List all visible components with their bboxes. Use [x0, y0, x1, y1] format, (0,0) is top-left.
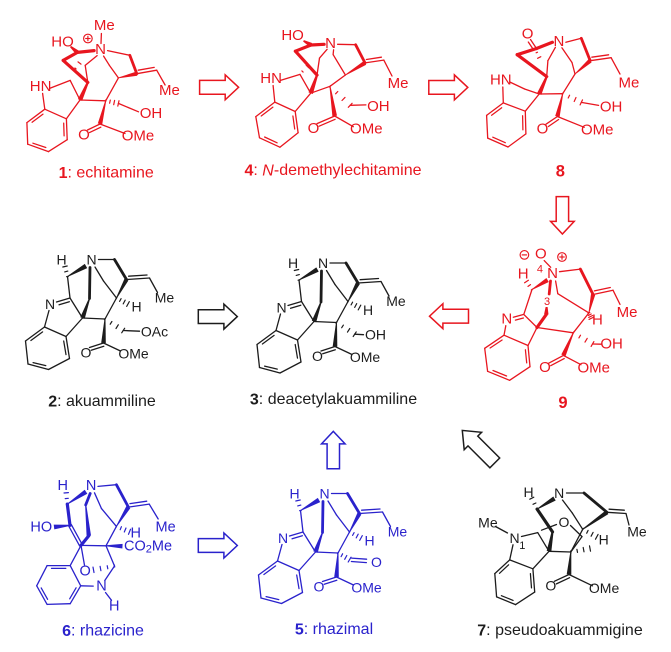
svg-text:Me: Me: [478, 514, 498, 530]
svg-text:OAc: OAc: [141, 324, 168, 340]
svg-text:N: N: [86, 252, 96, 268]
svg-text:O: O: [545, 578, 556, 594]
svg-text:OMe: OMe: [577, 360, 610, 377]
svg-text:HN: HN: [260, 70, 282, 87]
svg-text:OMe: OMe: [351, 580, 382, 596]
svg-text:8: 8: [556, 163, 565, 181]
svg-text:7: pseudoakuammigine: 7: pseudoakuammigine: [477, 622, 643, 639]
svg-text:H: H: [599, 532, 609, 548]
svg-text:H: H: [288, 255, 298, 271]
svg-text:5: rhazimal: 5: rhazimal: [295, 621, 373, 638]
svg-text:OMe: OMe: [122, 128, 155, 145]
svg-text:3: 3: [544, 296, 550, 308]
svg-text:O: O: [522, 25, 534, 42]
svg-text:HO: HO: [51, 34, 74, 51]
svg-text:H: H: [364, 533, 374, 549]
svg-text:O: O: [558, 514, 569, 530]
svg-text:2: akuammiline: 2: akuammiline: [48, 393, 156, 410]
svg-text:N: N: [96, 578, 106, 594]
svg-text:O: O: [537, 121, 549, 138]
svg-text:N: N: [95, 41, 106, 58]
svg-text:O: O: [79, 564, 90, 580]
svg-text:Me: Me: [94, 17, 115, 34]
svg-text:3: deacetylakuammiline: 3: deacetylakuammiline: [250, 391, 417, 408]
svg-text:O: O: [308, 120, 320, 137]
svg-text:N: N: [319, 486, 329, 502]
svg-text:4: 4: [537, 264, 543, 276]
svg-text:OMe: OMe: [118, 346, 149, 362]
svg-text:O: O: [81, 345, 92, 361]
svg-text:CO2Me: CO2Me: [124, 539, 172, 556]
svg-text:N: N: [501, 311, 512, 328]
svg-text:H: H: [58, 478, 68, 494]
svg-text:OMe: OMe: [350, 349, 381, 365]
svg-text:OH: OH: [140, 105, 163, 122]
svg-text:HO: HO: [30, 519, 52, 535]
svg-text:O: O: [314, 579, 325, 595]
svg-text:Me: Me: [388, 75, 409, 92]
svg-text:H: H: [592, 312, 603, 329]
svg-text:N: N: [553, 33, 564, 50]
svg-text:O: O: [78, 127, 90, 144]
svg-text:OH: OH: [600, 336, 623, 353]
svg-text:HN: HN: [30, 78, 52, 95]
svg-text:H: H: [131, 525, 141, 541]
svg-text:OMe: OMe: [581, 121, 614, 138]
svg-text:4: N-demethylechitamine: 4: N-demethylechitamine: [245, 162, 422, 179]
svg-text:H: H: [523, 484, 533, 500]
svg-text:N: N: [547, 265, 558, 282]
svg-text:OH: OH: [365, 327, 386, 343]
svg-text:N: N: [278, 530, 288, 546]
svg-text:O: O: [539, 359, 551, 376]
svg-text:H: H: [289, 486, 299, 502]
svg-text:Me: Me: [156, 519, 176, 535]
svg-text:OMe: OMe: [350, 121, 383, 138]
svg-text:OMe: OMe: [589, 580, 620, 596]
svg-text:6: rhazicine: 6: rhazicine: [62, 623, 144, 640]
svg-text:Me: Me: [618, 75, 639, 92]
svg-text:Me: Me: [388, 524, 408, 540]
svg-text:N: N: [45, 296, 55, 312]
svg-text:O: O: [312, 348, 323, 364]
svg-text:N: N: [318, 255, 328, 271]
svg-text:H: H: [363, 302, 373, 318]
svg-text:N: N: [86, 478, 96, 494]
svg-text:O: O: [535, 246, 547, 263]
svg-text:O: O: [371, 554, 382, 570]
svg-text:OH: OH: [367, 98, 390, 115]
svg-text:N: N: [554, 485, 564, 501]
svg-text:H: H: [109, 599, 119, 615]
svg-text:Me: Me: [386, 293, 406, 309]
svg-text:H: H: [131, 299, 141, 315]
svg-text:9: 9: [558, 394, 567, 412]
svg-text:Me: Me: [159, 82, 180, 99]
svg-text:N: N: [276, 300, 286, 316]
svg-text:N: N: [325, 35, 336, 52]
svg-text:H: H: [518, 266, 529, 283]
svg-text:N: N: [509, 530, 519, 546]
svg-text:Me: Me: [627, 524, 647, 540]
svg-text:OH: OH: [600, 98, 623, 115]
svg-text:Me: Me: [617, 304, 638, 321]
svg-text:H: H: [56, 252, 66, 268]
svg-text:1: 1: [519, 540, 525, 552]
svg-text:HO: HO: [281, 27, 304, 44]
svg-text:Me: Me: [155, 290, 175, 306]
svg-text:1: echitamine: 1: echitamine: [59, 164, 154, 181]
svg-text:HN: HN: [490, 72, 512, 89]
